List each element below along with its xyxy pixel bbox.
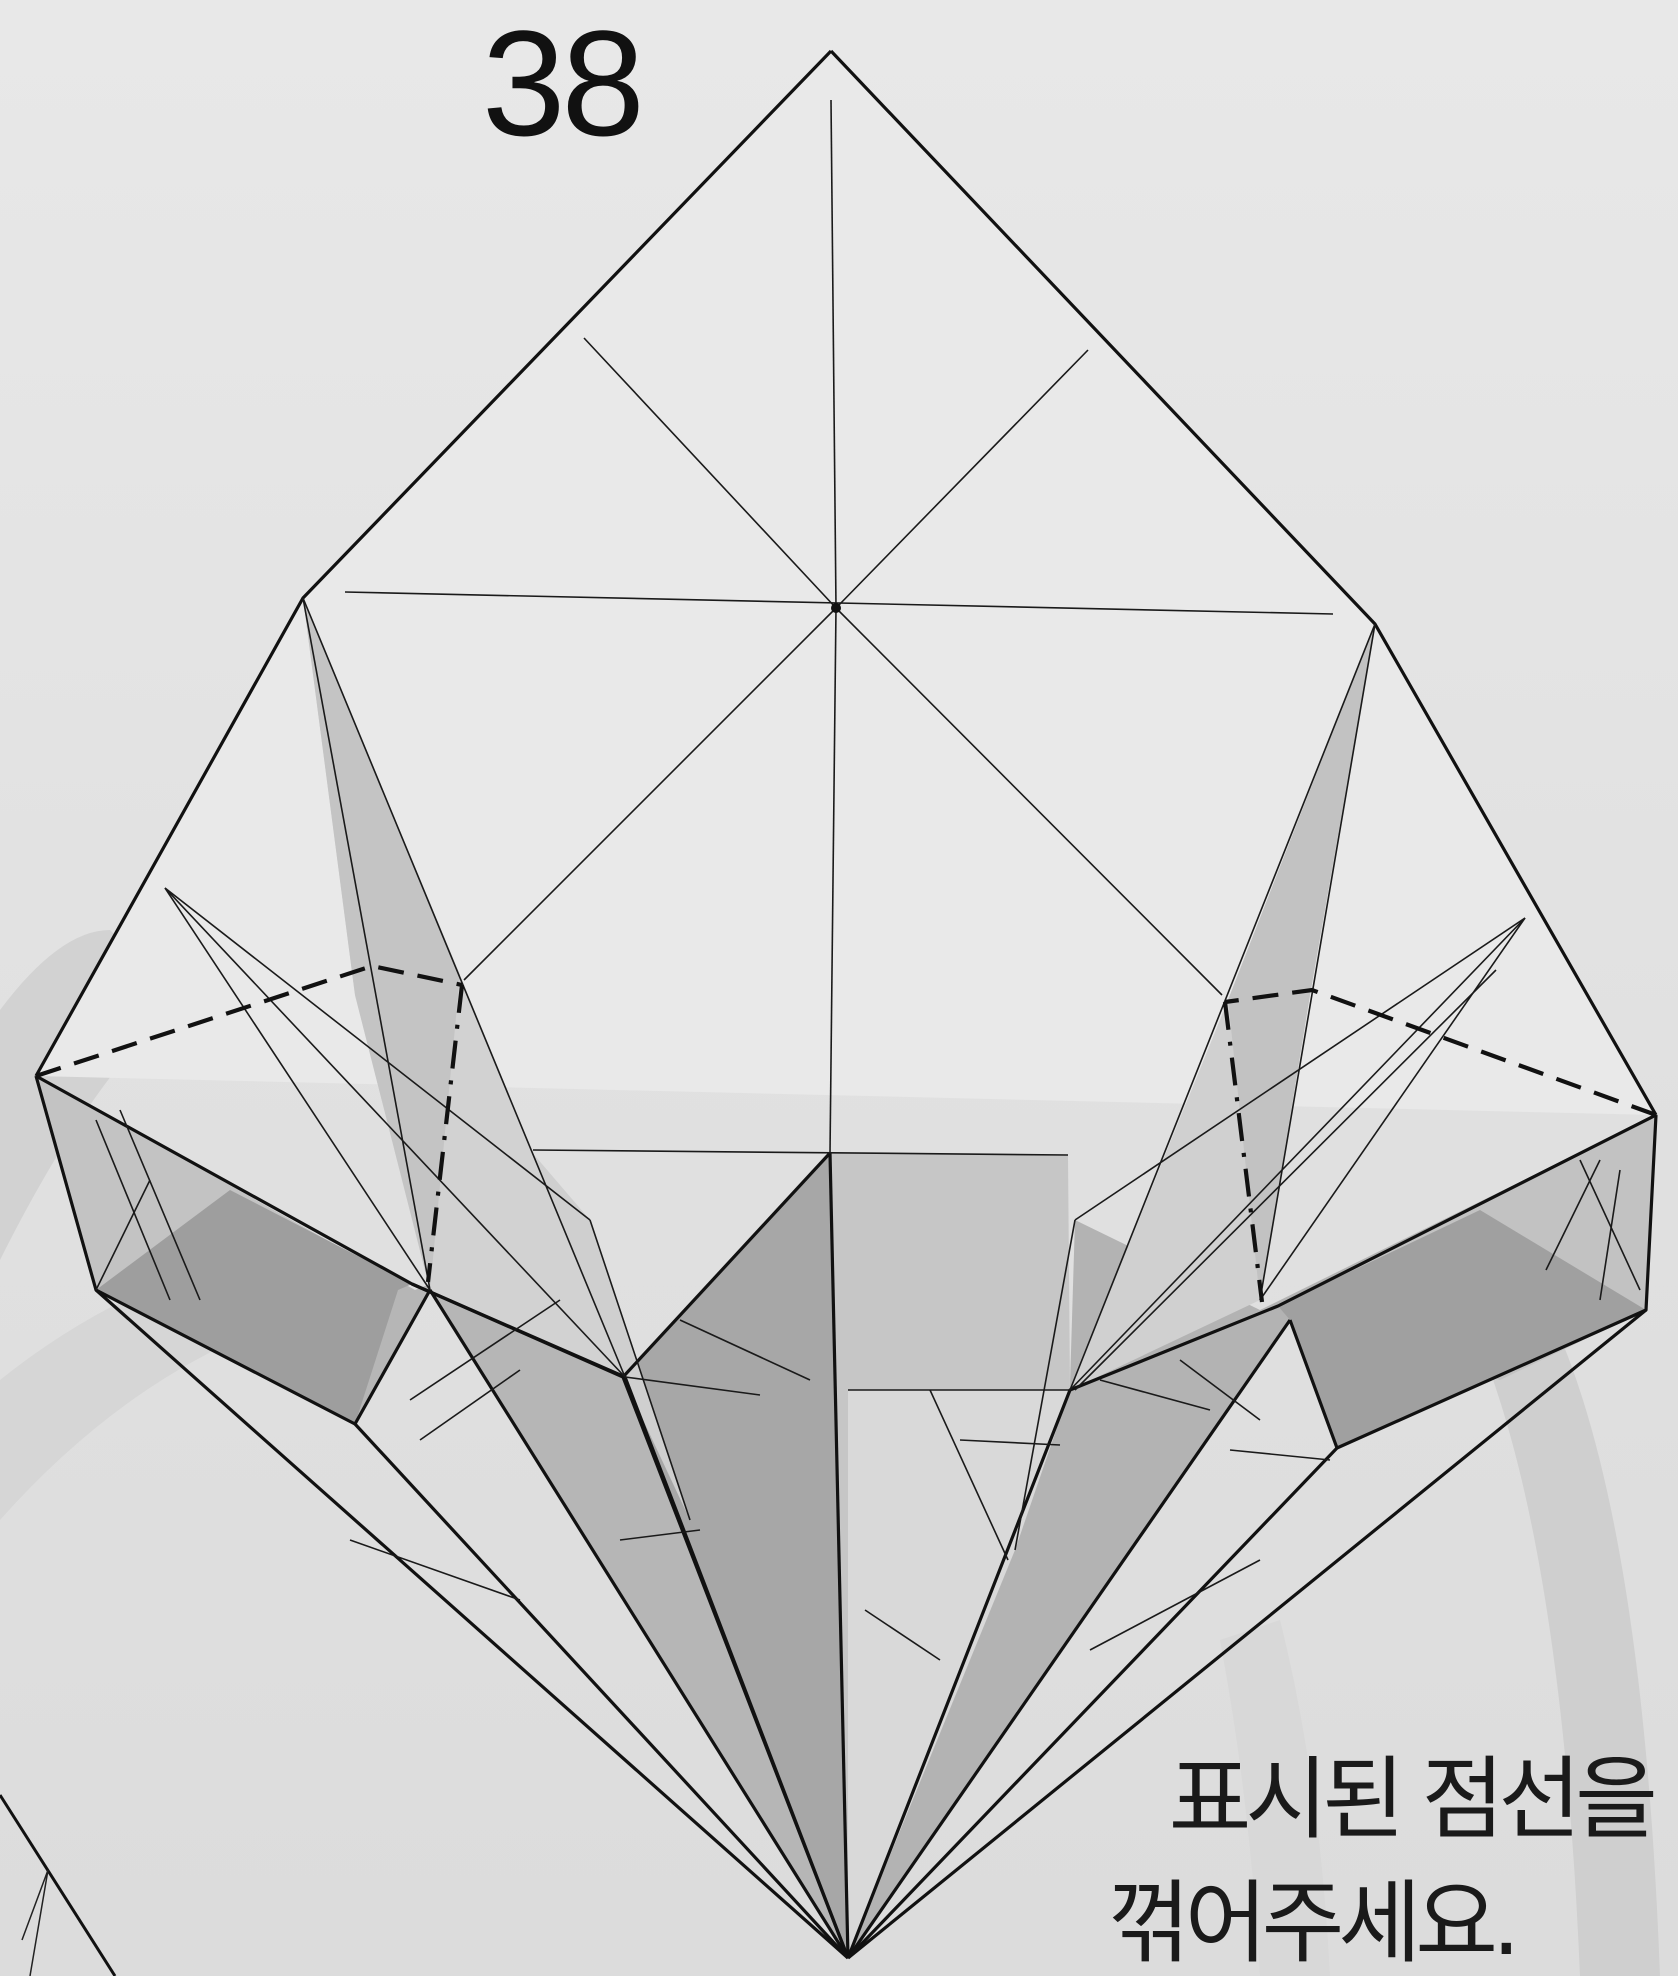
adjacent-figure-crease [22, 1870, 48, 1976]
step-number: 38 [482, 8, 641, 158]
adjacent-figure-edge [0, 1795, 115, 1976]
paper-top-face [36, 51, 1656, 1115]
center-point [831, 603, 841, 613]
instruction-line-1: 표시된 점선을 [1052, 1738, 1652, 1862]
instruction-text: 표시된 점선을 꺾어주세요. [1052, 1738, 1652, 1976]
instruction-line-2: 꺾어주세요. [1052, 1862, 1652, 1976]
